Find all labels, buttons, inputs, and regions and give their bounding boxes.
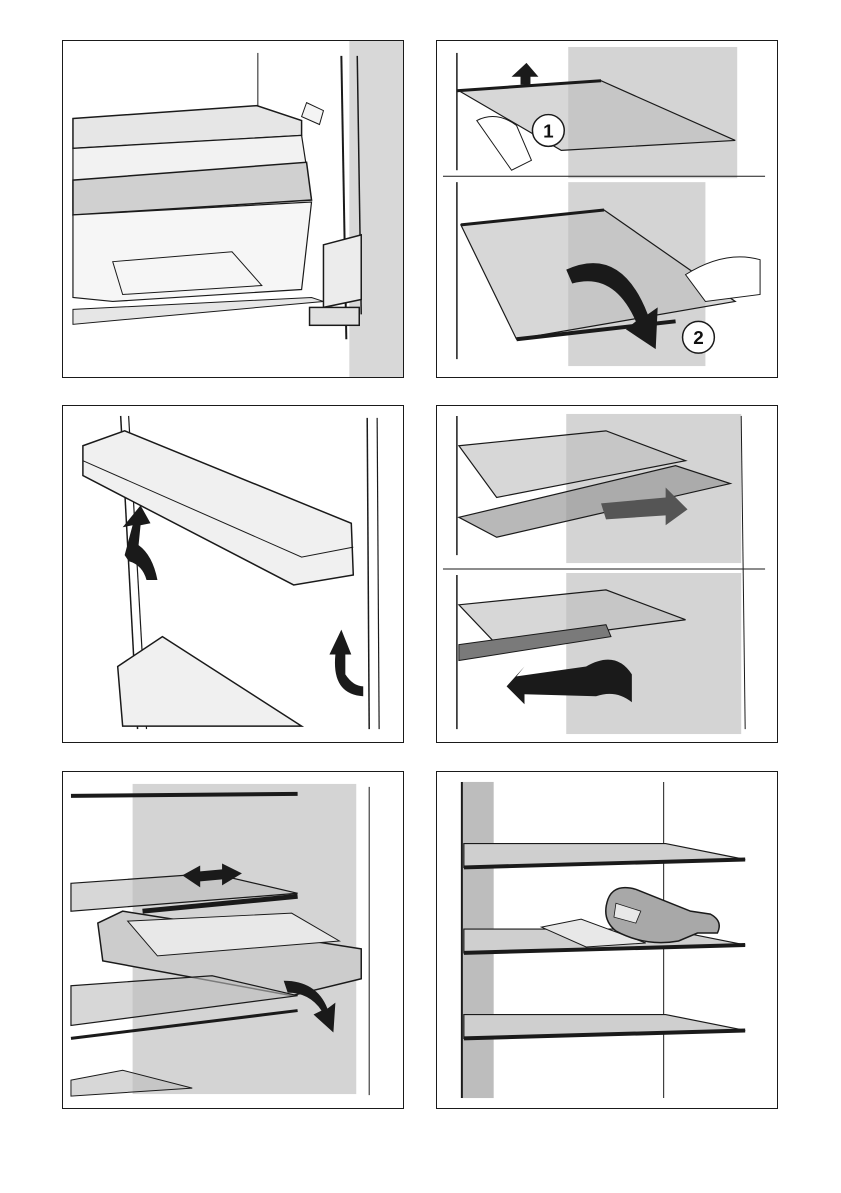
illustration-fridge-interior [62, 40, 404, 378]
step-2-label: 2 [693, 328, 704, 349]
hinge-block [310, 307, 360, 325]
lower-door-bin [118, 637, 302, 726]
door-right-inner [377, 418, 379, 729]
illustration-shelf-removal: 1 2 [436, 40, 778, 378]
shelf-removal-drawing: 1 2 [437, 41, 777, 377]
step-1-label: 1 [543, 121, 554, 142]
drawer [73, 202, 312, 301]
door-bins-drawing [63, 406, 403, 742]
door-hinge [323, 235, 361, 308]
shelf-slide-drawing [437, 406, 777, 742]
fridge-interior-drawing [63, 41, 403, 377]
shelf-clip-icon [302, 103, 324, 125]
illustration-door-bins [62, 405, 404, 743]
illustration-shelf-drawer [62, 771, 404, 1109]
top-shelf-rim [71, 794, 298, 796]
illustration-bottle-shelf [436, 771, 778, 1109]
bottle-shelf-drawing [437, 772, 777, 1108]
door-edge [741, 416, 745, 729]
arrow-up-icon [512, 63, 539, 85]
door-right-edge [367, 418, 369, 729]
upper-door-bin [83, 431, 353, 585]
shelf-drawer-drawing [63, 772, 403, 1108]
illustration-shelf-slide [436, 405, 778, 743]
arrow-up-icon-2 [329, 630, 363, 697]
